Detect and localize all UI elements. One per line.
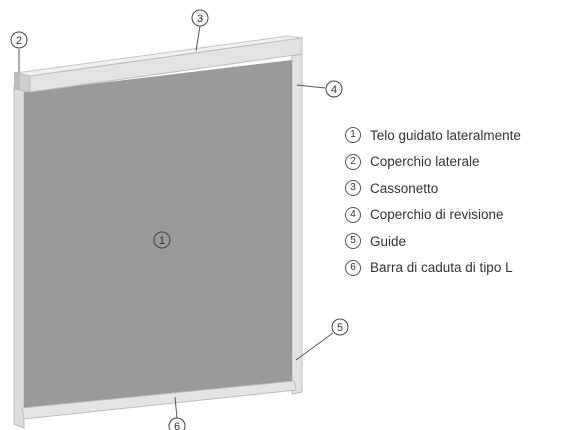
leader-line-3 (195, 25, 201, 52)
legend-item: 1 Telo guidato lateralmente (345, 122, 573, 149)
legend-number: 2 (345, 153, 361, 170)
leader-line-5 (295, 332, 334, 361)
svg-text:4: 4 (331, 84, 337, 96)
legend-number: 4 (345, 206, 361, 223)
legend-item: 2 Coperchio laterale (345, 149, 573, 176)
side-cover-left (14, 72, 20, 90)
callout-2: 2 (10, 31, 28, 49)
svg-text:2: 2 (16, 35, 22, 47)
legend-label: Coperchio laterale (370, 154, 480, 170)
callout-5: 5 (331, 318, 349, 336)
legend-item: 4 Coperchio di revisione (345, 202, 573, 229)
legend-number: 6 (345, 259, 361, 276)
svg-text:3: 3 (197, 13, 203, 25)
legend-label: Cassonetto (370, 180, 439, 196)
callout-6: 6 (168, 417, 186, 430)
legend: 1 Telo guidato lateralmente 2 Coperchio … (345, 122, 573, 281)
svg-text:5: 5 (337, 322, 343, 334)
legend-label: Telo guidato lateralmente (370, 127, 521, 143)
legend-number: 1 (345, 127, 361, 144)
legend-item: 3 Cassonetto (345, 175, 573, 202)
bottom-bar (21, 380, 297, 420)
callout-3: 3 (191, 9, 209, 27)
legend-number: 5 (345, 233, 361, 250)
legend-item: 6 Barra di caduta di tipo L (345, 255, 573, 282)
screen-fabric (24, 60, 292, 410)
left-guide (13, 83, 25, 429)
callout-1: 1 (153, 231, 171, 249)
legend-label: Barra di caduta di tipo L (370, 260, 513, 276)
legend-label: Guide (370, 233, 407, 249)
callout-4: 4 (325, 80, 343, 98)
legend-number: 3 (345, 180, 361, 197)
legend-label: Coperchio di revisione (370, 207, 504, 223)
cassette-body (29, 37, 303, 93)
leader-line-4 (296, 84, 326, 89)
legend-item: 5 Guide (345, 228, 573, 255)
svg-text:1: 1 (159, 235, 165, 247)
svg-text:6: 6 (174, 421, 180, 430)
leader-line-6 (174, 396, 178, 419)
right-guide (291, 53, 303, 395)
